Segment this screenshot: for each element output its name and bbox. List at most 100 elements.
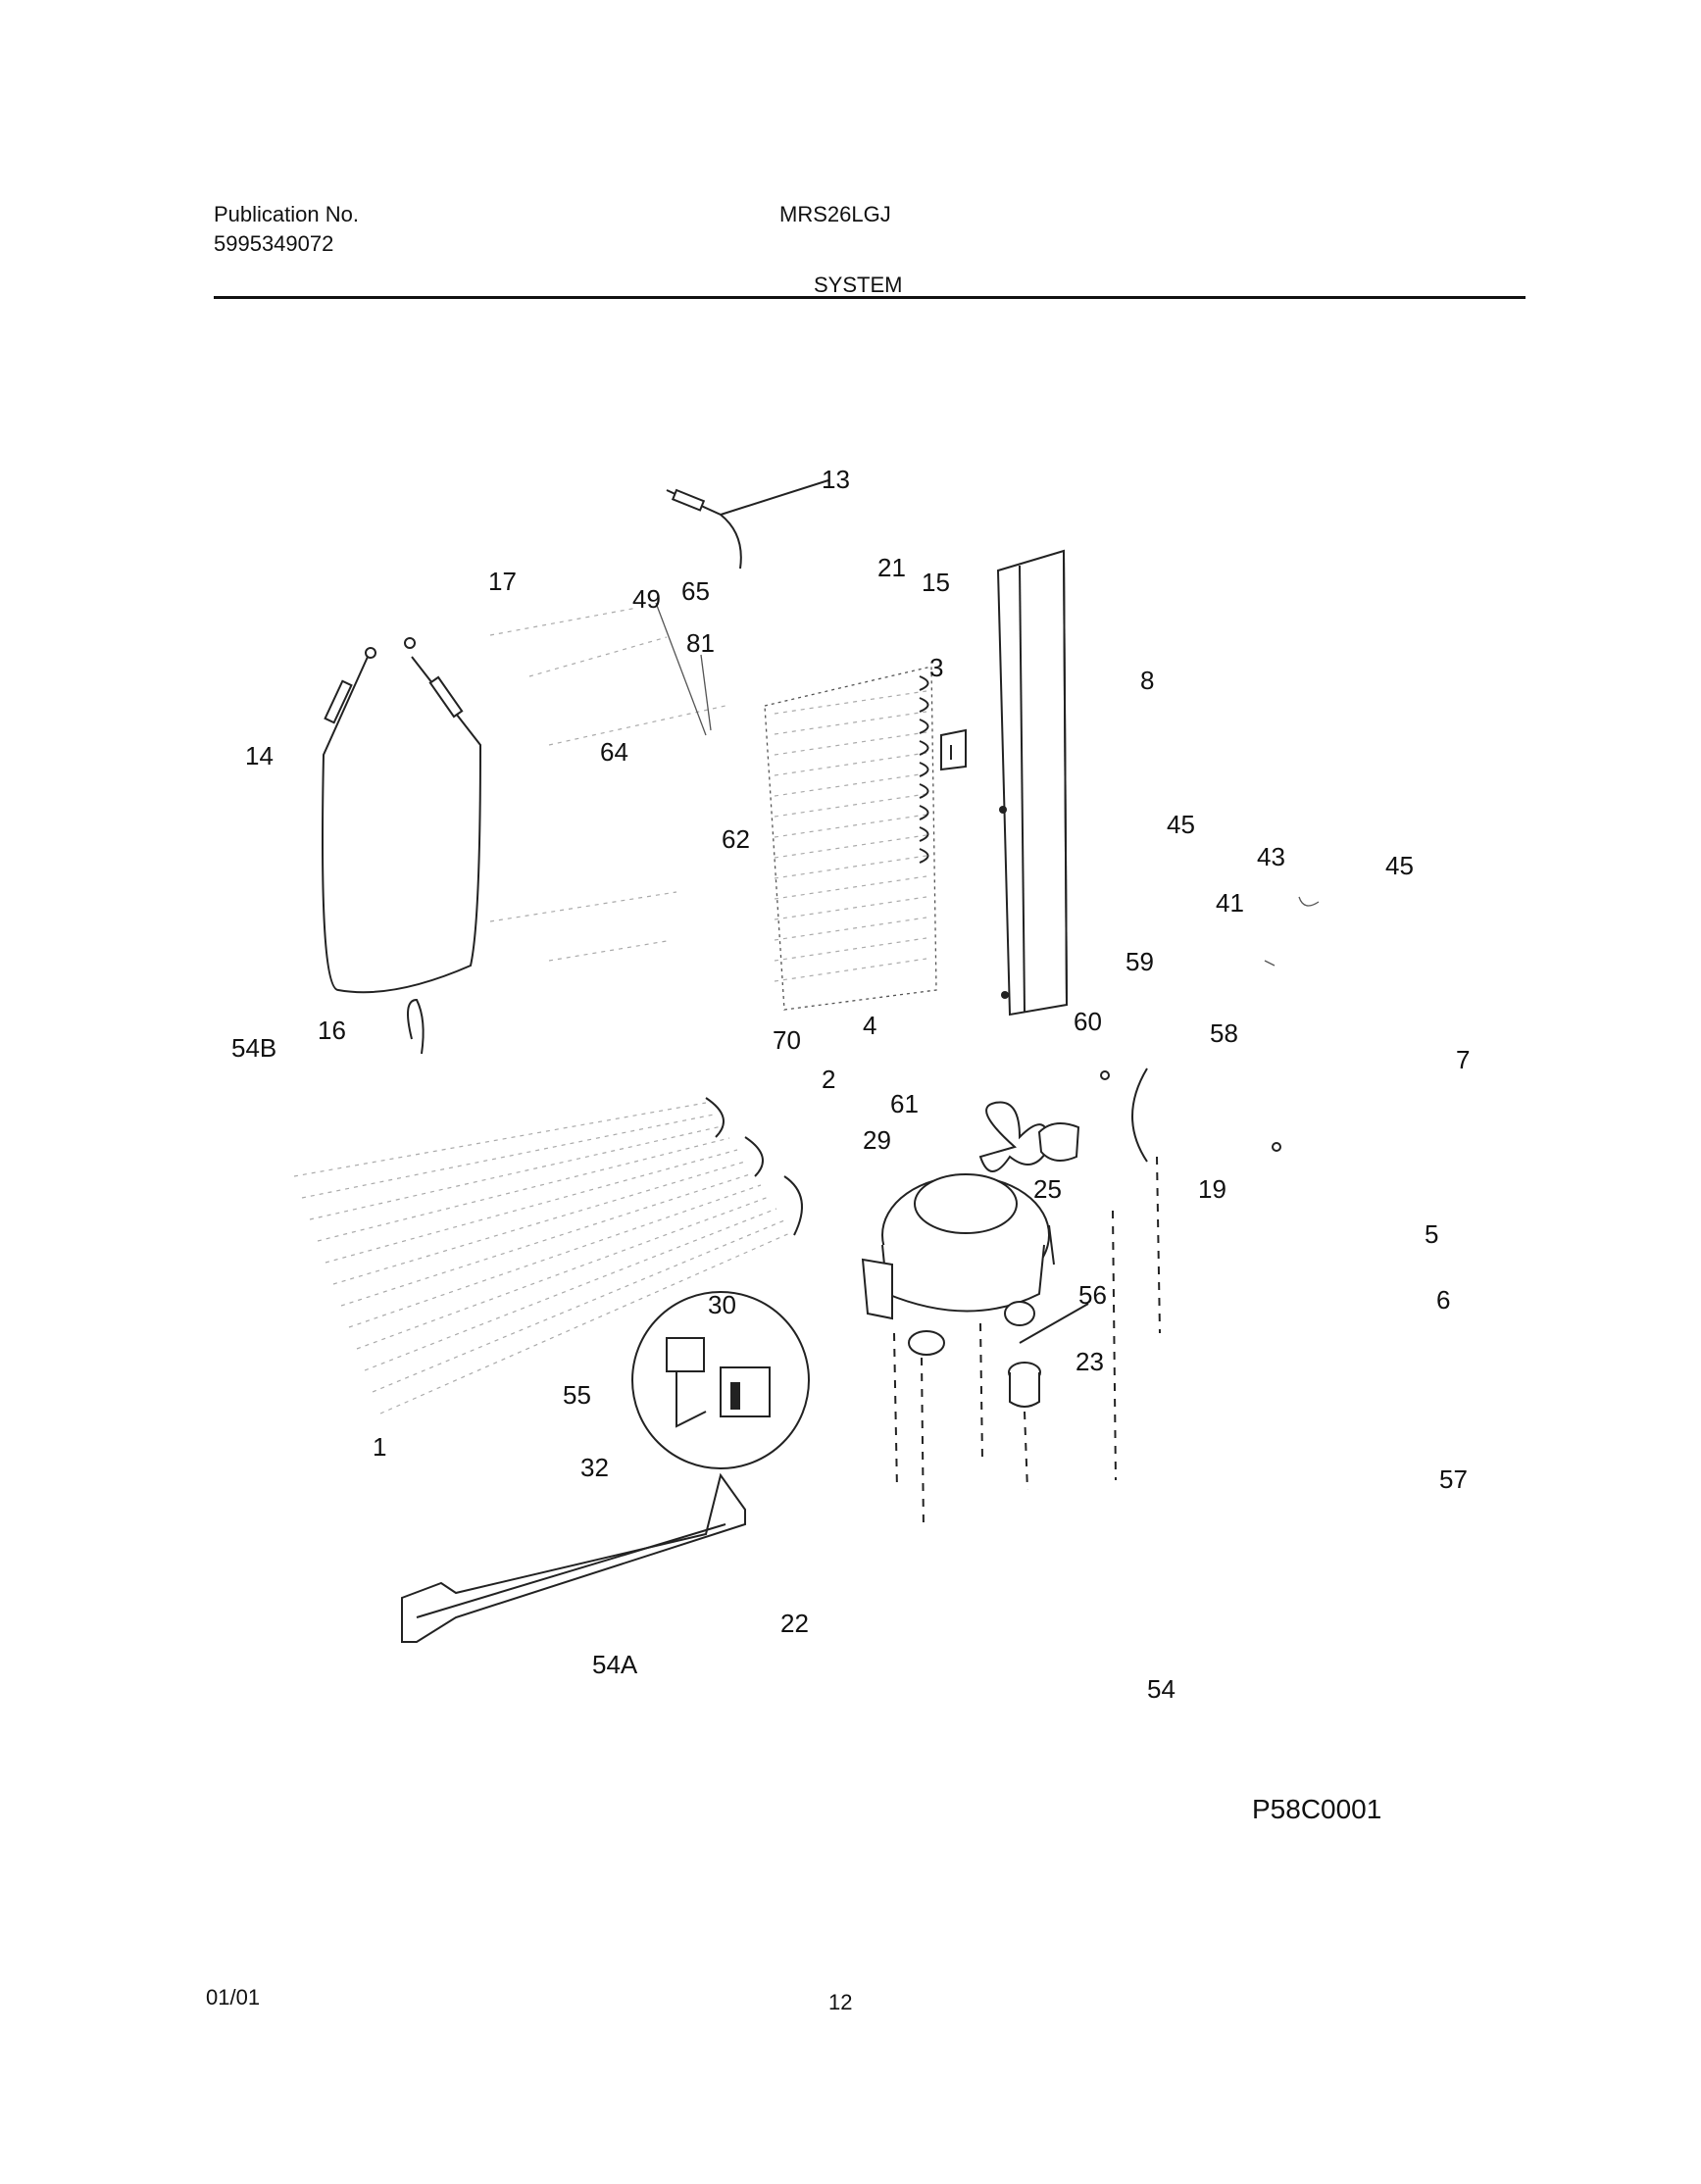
callout-54b: 54B [231,1033,276,1063]
callout-4: 4 [863,1011,876,1040]
callout-6: 6 [1436,1285,1450,1315]
condenser-row [774,793,927,818]
section-title: SYSTEM [814,273,903,297]
condenser-row [774,834,927,859]
coil-tube [301,1114,715,1199]
clip-part [407,998,425,1055]
heater-loop-part [322,637,482,994]
callout-29: 29 [863,1125,891,1155]
callout-55: 55 [563,1380,591,1410]
coil-tube [309,1125,723,1220]
condenser-loop [919,719,929,734]
condenser-row [774,855,927,879]
header-rule [214,296,1526,299]
callout-61: 61 [890,1089,919,1118]
screw-part [1272,1142,1281,1152]
callout-41: 41 [1216,888,1244,918]
callout-56: 56 [1078,1280,1107,1310]
condenser-loop [919,805,929,820]
page-number: 12 [828,1990,853,2014]
diagram-code: P58C0001 [1252,1794,1382,1824]
callout-49: 49 [632,584,661,614]
callout-45: 45 [1385,851,1414,880]
coil-tube [364,1208,777,1371]
callout-15: 15 [922,568,950,597]
condenser-row [774,875,927,900]
callout-81: 81 [686,628,715,658]
callout-57: 57 [1439,1464,1468,1494]
model-number: MRS26LGJ [779,202,891,226]
condenser-row [774,937,927,962]
coil-tube [356,1196,770,1350]
condenser-grid-part [764,666,937,1011]
footer-date: 01/01 [206,1985,261,2010]
condenser-loop [919,783,929,799]
callout-65: 65 [681,576,710,606]
callout-19: 19 [1198,1174,1226,1204]
base-rail-edge [416,1523,726,1618]
fan-blade-part [978,1101,1051,1172]
condenser-row [774,690,927,715]
callout-2: 2 [822,1065,835,1094]
callout-30: 30 [708,1290,736,1319]
lower-coil-part [293,1097,803,1415]
coil-tube [340,1172,754,1307]
callout-7: 7 [1456,1045,1470,1074]
callout-54: 54 [1147,1674,1176,1704]
condenser-row [774,752,927,776]
clip-small-part [1298,896,1320,907]
condenser-loop [919,697,929,713]
callout-62: 62 [722,824,750,854]
callout-58: 58 [1210,1018,1238,1048]
callout-22: 22 [780,1609,809,1638]
condenser-loop [919,848,929,864]
grommet-part [1008,1224,1089,1408]
condenser-loop [919,826,929,842]
callout-45: 45 [1167,810,1195,839]
callout-14: 14 [245,741,274,770]
channel-part [996,549,1069,1017]
callout-21: 21 [877,553,906,582]
publication-number: 5995349072 [214,231,334,256]
condenser-row [774,772,927,797]
callout-16: 16 [318,1016,346,1045]
callout-64: 64 [600,737,628,767]
callout-54a: 54A [592,1650,638,1679]
condenser-row [774,731,927,756]
condenser-row [774,896,927,920]
screw-part [1100,1070,1110,1080]
callout-17: 17 [488,567,517,596]
callout-25: 25 [1033,1174,1062,1204]
mounting-lines [893,1156,1161,1530]
leader-lines [655,602,712,736]
callout-8: 8 [1140,666,1154,695]
callout-23: 23 [1076,1347,1104,1376]
coil-tube [293,1102,707,1177]
callout-13: 13 [822,465,850,494]
condenser-row [774,917,927,941]
condenser-loop [919,762,929,777]
callout-59: 59 [1126,947,1154,976]
callout-60: 60 [1074,1007,1102,1036]
callout-3: 3 [929,653,943,682]
condenser-loop [919,675,929,691]
bracket-part [940,728,967,771]
coil-tube [372,1219,785,1393]
coil-tube [348,1184,762,1328]
callout-1: 1 [373,1432,386,1462]
evaporator-faint-lines [489,607,726,962]
condenser-row [774,958,927,982]
relay-inset-part [631,1291,810,1469]
coil-tube [317,1137,730,1242]
clip-small-part [1264,960,1276,967]
compressor-part [861,1173,1050,1356]
condenser-row [774,711,927,735]
capillary-tube-part [666,479,829,570]
callout-70: 70 [773,1025,801,1055]
callout-5: 5 [1425,1219,1438,1249]
condenser-loop [919,740,929,756]
condenser-row [774,814,927,838]
coil-tube [332,1161,746,1285]
